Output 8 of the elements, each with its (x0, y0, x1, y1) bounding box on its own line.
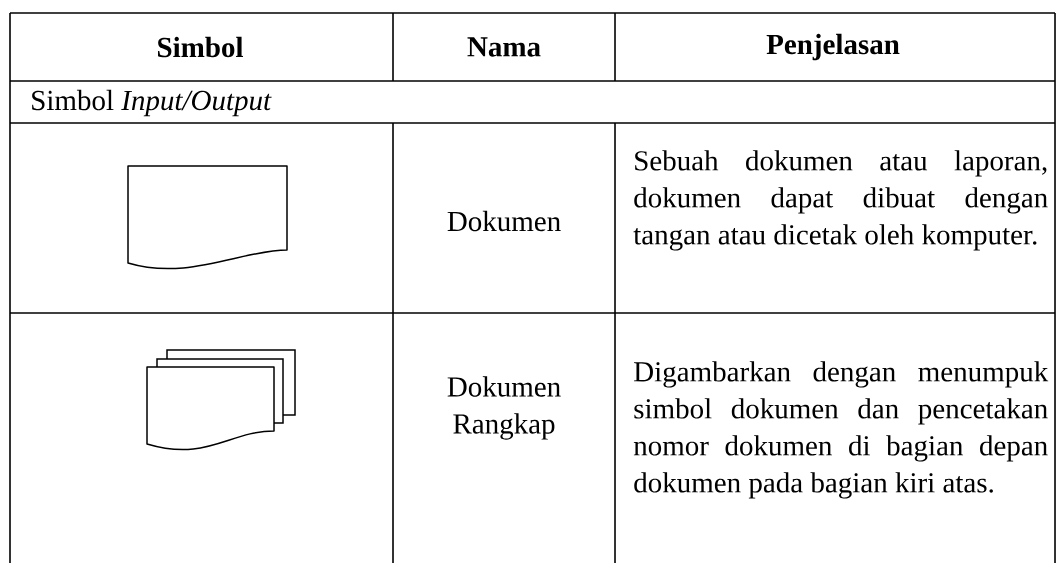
section-heading: Simbol Input/Output (32, 89, 272, 117)
table-cell: Dokumen (447, 210, 561, 232)
table-cell: Digambarkan dengan menumpuk simbol dokumen dan pencetakan nomor dokumen di bagian depan dokumen pada bagian kiri atas. (633, 361, 1049, 499)
table-cell: Dokumen Rangkap (447, 376, 561, 440)
table-cell: Sebuah dokumen atau laporan, dokumen dapat dibuat dengan tangan atau dicetak oleh komputer. (633, 150, 1048, 251)
table-header-cell: Nama (467, 37, 541, 57)
table-header-cell: Simbol (158, 36, 243, 58)
table-header-cell: Penjelasan (766, 33, 900, 61)
